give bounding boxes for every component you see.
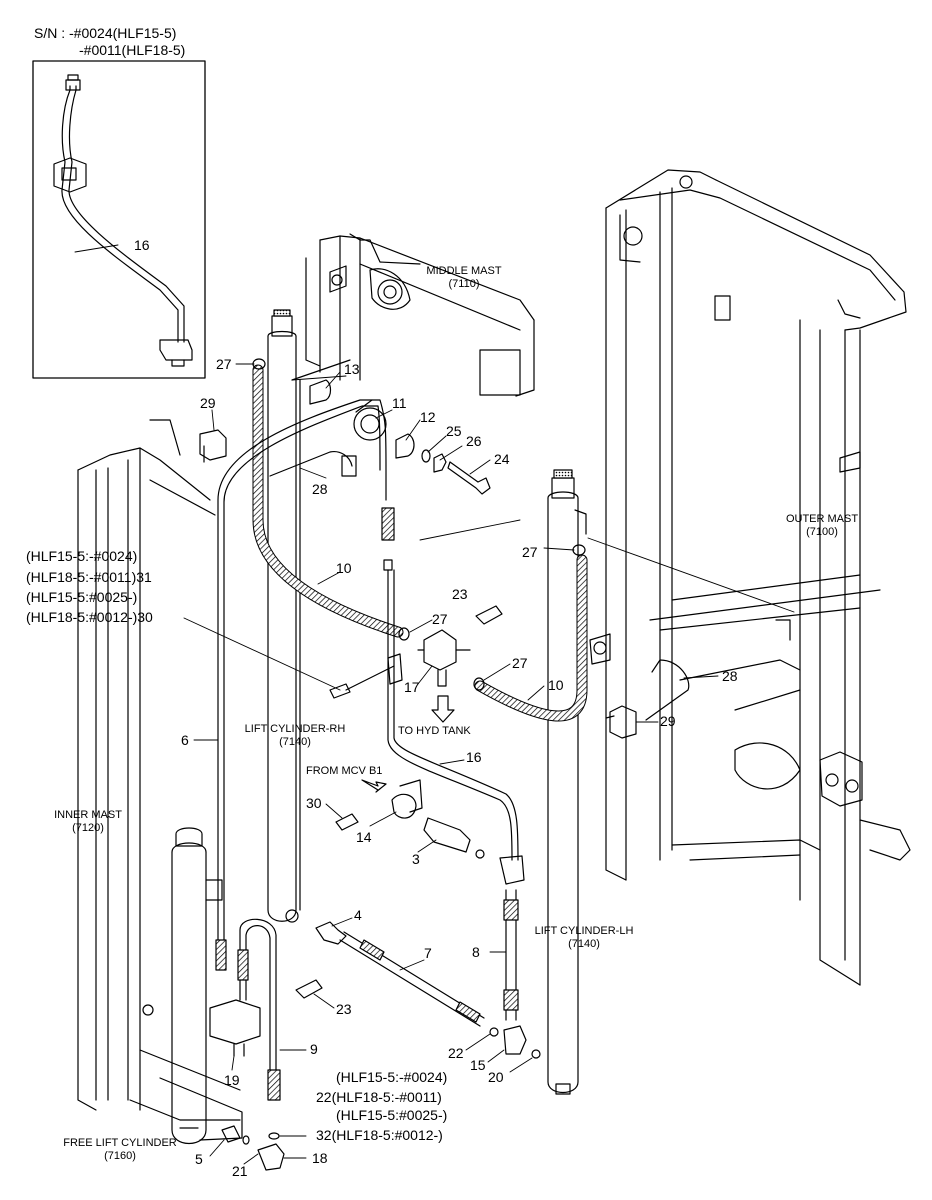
serial-note-upper-3: (HLF15-5:#0025-) [26, 589, 138, 605]
outer-mast-drawing [589, 169, 911, 986]
pipe-6 [217, 399, 387, 941]
part-number: 11 [392, 395, 407, 411]
inset-panel [32, 60, 206, 379]
to-hyd-tank-label: TO HYD TANK [398, 725, 471, 737]
serial-note-upper-4: (HLF18-5:#0012-)30 [26, 609, 153, 625]
part-number: 10 [548, 677, 564, 693]
part-number: 29 [660, 713, 676, 729]
part-number: 23 [452, 586, 468, 602]
part-number: 7 [424, 945, 432, 961]
part-number: 6 [181, 732, 189, 748]
part-number: 28 [722, 668, 738, 684]
part-number: 15 [470, 1057, 486, 1073]
part-number: 8 [472, 944, 480, 960]
from-mcv-label: FROM MCV B1 [306, 765, 383, 777]
part-number: 16 [134, 237, 150, 253]
lift-cylinder-lh-drawing [547, 469, 587, 1095]
part-number: 28 [312, 481, 328, 497]
part-number: 16 [466, 749, 482, 765]
part-number: 13 [344, 361, 360, 377]
serial-note-lower-3: (HLF15-5:#0025-) [336, 1107, 448, 1123]
part-number: 27 [512, 655, 528, 671]
part-number: 18 [312, 1150, 328, 1166]
part-number: 27 [432, 611, 448, 627]
part-number: 9 [310, 1041, 318, 1057]
part-number: 4 [354, 907, 362, 923]
serial-header-line1: S/N : -#0024(HLF15-5) [34, 25, 177, 41]
part-number: 26 [466, 433, 482, 449]
part-number: 19 [224, 1072, 240, 1088]
lift-cylinder-rh-label: LIFT CYLINDER-RH(7140) [244, 723, 346, 748]
lift-cylinder-rh-drawing [267, 309, 301, 923]
part-number: 3 [412, 851, 420, 867]
part-number: 14 [356, 829, 372, 845]
part-number: 29 [200, 395, 216, 411]
part-number: 10 [336, 560, 352, 576]
lift-cylinder-lh-label: LIFT CYLINDER-LH(7140) [534, 925, 634, 950]
free-lift-cylinder-label: FREE LIFT CYLINDER(7160) [63, 1137, 177, 1162]
part-number: 24 [494, 451, 510, 467]
serial-note-upper-2: (HLF18-5:-#0011)31 [26, 569, 152, 585]
part-number: 12 [420, 409, 436, 425]
middle-mast-drawing [291, 233, 535, 397]
part-number: 20 [488, 1069, 504, 1085]
part-number: 30 [306, 795, 322, 811]
inner-mast-label: INNER MAST(7120) [54, 809, 122, 834]
part-number: 17 [404, 679, 420, 695]
part-number: 21 [232, 1163, 248, 1179]
part-number: 22 [448, 1045, 464, 1061]
outer-mast-label: OUTER MAST(7100) [785, 513, 859, 538]
part-number: 23 [336, 1001, 352, 1017]
serial-note-lower-1: (HLF15-5:-#0024) [336, 1069, 448, 1085]
middle-mast-label: MIDDLE MAST(7110) [426, 265, 502, 290]
part-number: 5 [195, 1151, 203, 1167]
pipe-16 [387, 569, 513, 861]
serial-note-lower-4: 32(HLF18-5:#0012-) [316, 1127, 443, 1143]
part-number: 25 [446, 423, 462, 439]
serial-note-lower-2: 22(HLF18-5:-#0011) [316, 1089, 442, 1105]
serial-header-line2: -#0011(HLF18-5) [79, 42, 186, 58]
serial-note-upper-1: (HLF15-5:-#0024) [26, 548, 138, 564]
part-number: 27 [216, 356, 232, 372]
inner-mast-drawing [77, 419, 243, 1141]
part-number: 27 [522, 544, 538, 560]
pipe-9 [239, 918, 277, 1101]
free-lift-cylinder-drawing [171, 827, 223, 1144]
